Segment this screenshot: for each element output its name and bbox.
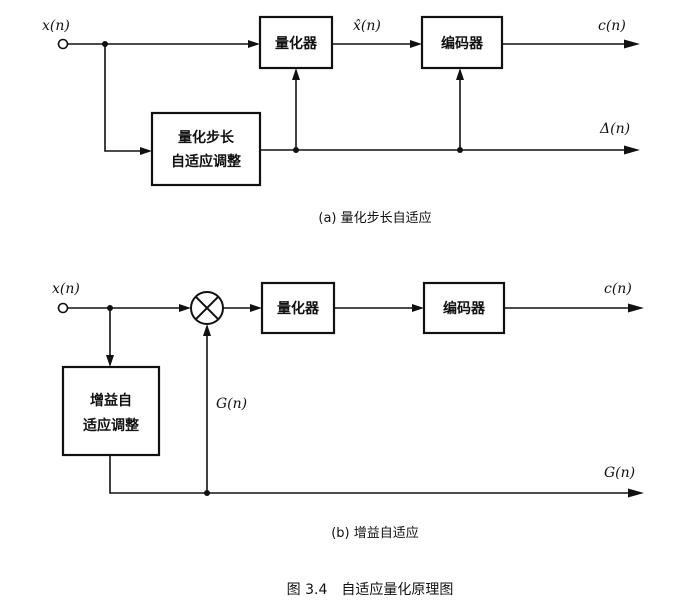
encoder-block-a	[420, 15, 504, 70]
diagram-b: x(n) 量化器 编码器 c(n) 增益自 适应调	[52, 281, 644, 541]
arrow-into-encoder-a	[410, 40, 422, 48]
input-label-a: x(n)	[42, 18, 70, 34]
caption-a: (a) 量化步长自适应	[318, 210, 431, 226]
encoder-block-b	[422, 281, 506, 335]
wire-branch-to-step-adapt-a	[104, 44, 142, 152]
arrow-into-step-adapt-a	[140, 147, 152, 155]
arrow-output-delta-a	[624, 145, 640, 155]
output-c-label-a: c(n)	[598, 18, 626, 34]
output-delta-label-a: Δ(n)	[599, 121, 630, 137]
step-adapt-label-line2-a: 自适应调整	[171, 153, 242, 170]
caption-b: (b) 增益自适应	[331, 525, 419, 541]
encoder-label-b: 编码器	[443, 300, 486, 317]
quantizer-block-b	[260, 281, 336, 335]
arrow-into-quantizer-a	[248, 40, 260, 48]
quantizer-label-a: 量化器	[275, 35, 318, 52]
step-adapt-label-line1-a: 量化步长	[178, 129, 235, 146]
output-g-label-b: G(n)	[604, 465, 635, 481]
wire-gain-output-b	[109, 455, 630, 494]
gain-adapt-label-line2-b: 适应调整	[83, 417, 140, 434]
arrow-into-encoder-b	[412, 304, 424, 312]
arrow-into-multiplier-b	[179, 304, 191, 312]
arrow-into-gain-adapt-b	[106, 355, 114, 367]
input-terminal-a	[57, 38, 69, 50]
arrow-up-encoder-a	[456, 68, 464, 80]
arrow-output-g-b	[628, 488, 644, 498]
gain-signal-label-b: G(n)	[216, 396, 247, 412]
multiplier-icon	[190, 291, 224, 325]
input-terminal-b	[57, 302, 69, 314]
arrow-output-c-a	[624, 39, 640, 49]
arrow-output-c-b	[628, 303, 644, 313]
quantizer-label-b: 量化器	[277, 300, 320, 317]
gain-adapt-label-line1-b: 增益自	[90, 392, 132, 409]
gain-adapt-block-b	[61, 365, 161, 457]
output-c-label-b: c(n)	[604, 281, 632, 297]
encoder-label-a: 编码器	[441, 35, 484, 52]
step-adapt-block-a	[150, 111, 262, 187]
diagram-a: x(n) 量化器 x̂(n) 编码器 c(n) 量化步长 自适应调整 Δ(n)	[42, 15, 640, 226]
input-label-b: x(n)	[52, 281, 80, 297]
arrow-up-quantizer-a	[292, 68, 300, 80]
quantized-signal-label-a: x̂(n)	[353, 18, 381, 34]
arrow-up-multiplier-b	[203, 324, 211, 336]
figure-caption: 图 3.4 自适应量化原理图	[287, 581, 454, 598]
arrow-into-quantizer-b	[250, 304, 262, 312]
quantizer-block-a	[258, 15, 334, 70]
